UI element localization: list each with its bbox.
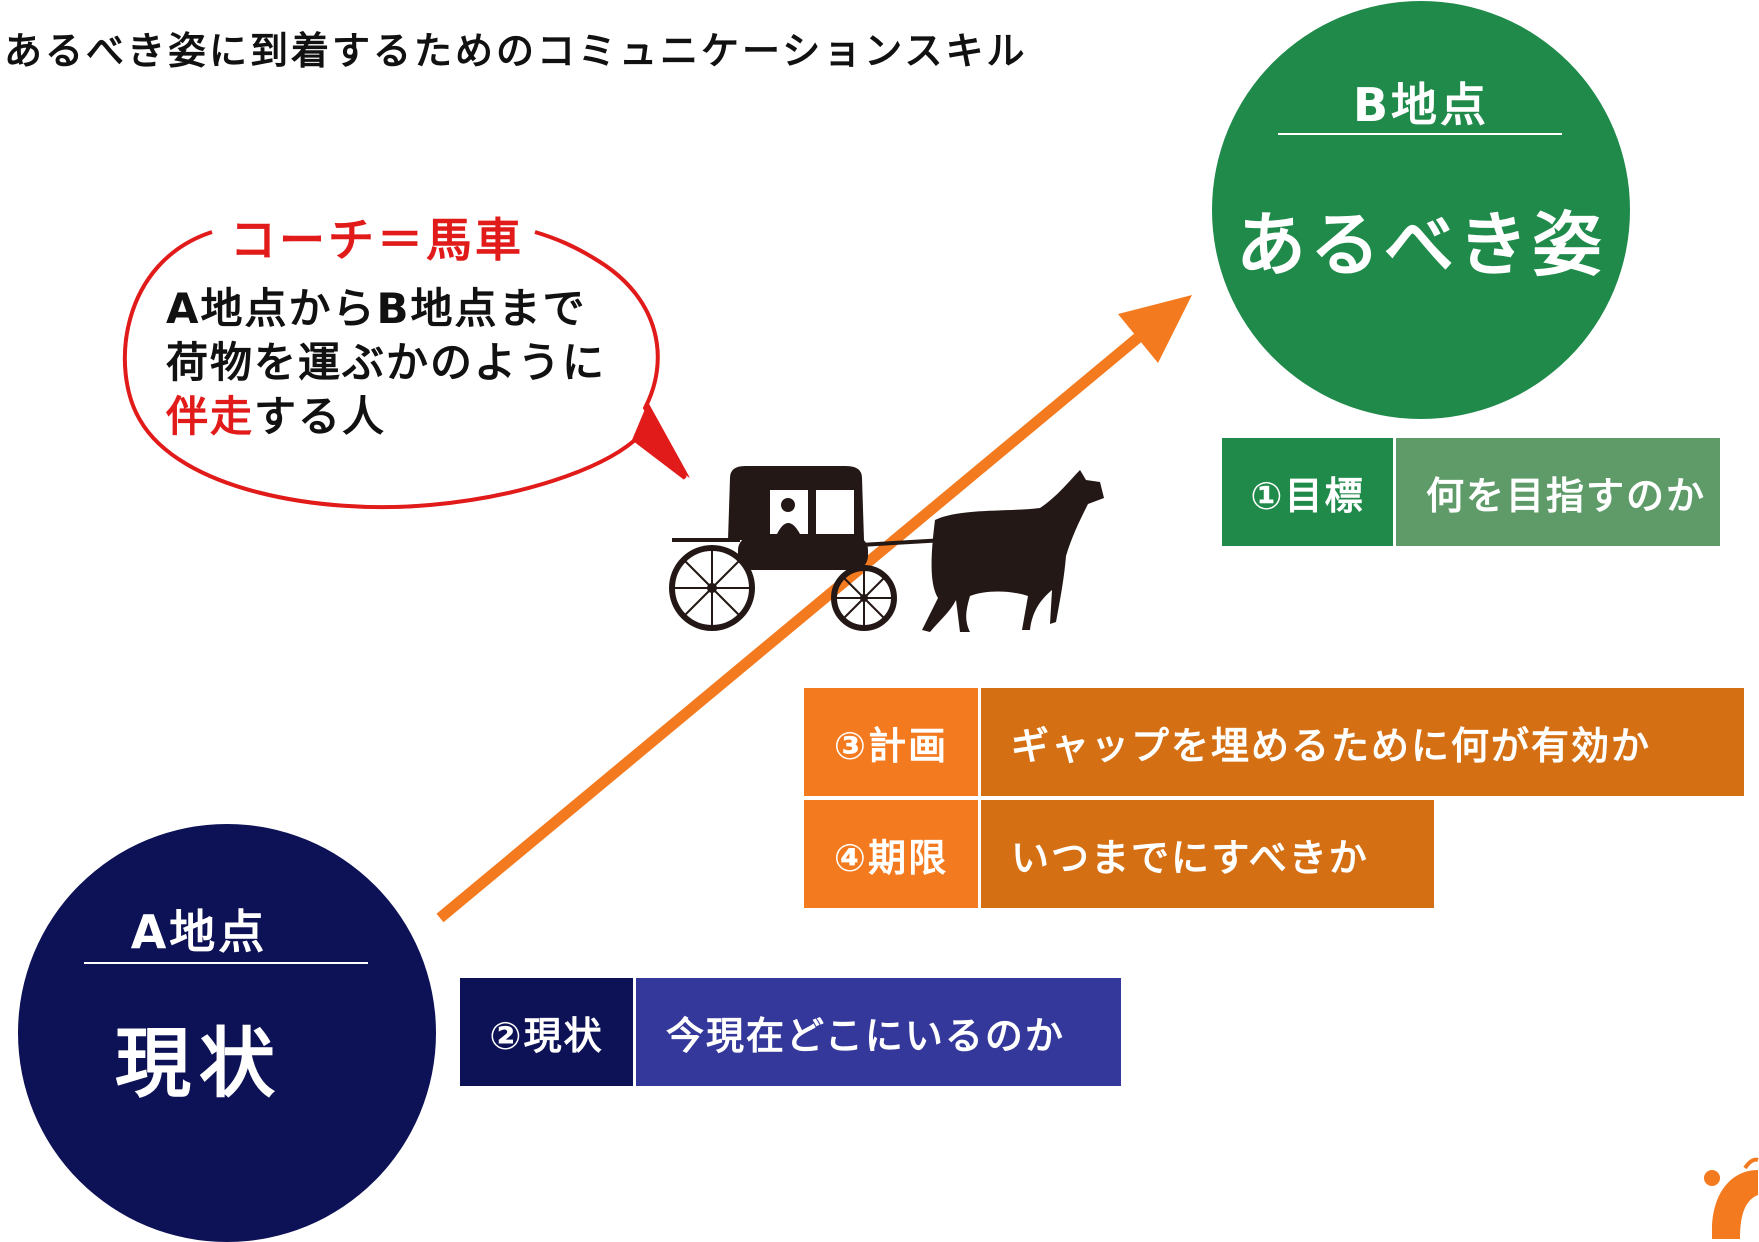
page-title: あるべき姿に到着するためのコミュニケーションスキル (4, 29, 1028, 73)
point-b-divider (1278, 133, 1562, 135)
step-goal-description: 何を目指すのか (1393, 438, 1720, 546)
progress-arrow (436, 295, 1192, 923)
step-deadline-number: ④期限 (804, 800, 978, 908)
bubble-heading: コーチ＝馬車 (220, 204, 534, 270)
speech-bubble (122, 230, 690, 510)
bubble-line-3-rest: する人 (254, 392, 387, 441)
point-a-state: 現状 (115, 1019, 283, 1108)
step-plan-number: ③計画 (804, 688, 978, 796)
step-current: ②現状 今現在どこにいるのか (460, 978, 1121, 1086)
step-deadline-description: いつまでにすべきか (978, 800, 1434, 908)
step-goal: ①目標 何を目指すのか (1222, 438, 1720, 546)
step-plan-description: ギャップを埋めるために何が有効か (978, 688, 1744, 796)
point-a-divider (84, 962, 368, 964)
bubble-line-2: 荷物を運ぶかのように (166, 338, 607, 387)
step-current-description: 今現在どこにいるのか (633, 978, 1121, 1086)
bubble-line-1: A地点からB地点まで (166, 284, 587, 333)
step-plan: ③計画 ギャップを埋めるために何が有効か (804, 688, 1744, 796)
step-goal-number: ①目標 (1222, 438, 1393, 546)
point-a-circle: A地点 現状 (18, 824, 436, 1242)
horse-carriage-icon (669, 466, 1104, 632)
bubble-line-3: 伴走する人 (166, 390, 606, 444)
step-deadline: ④期限 いつまでにすべきか (804, 800, 1434, 908)
point-b-state: あるべき姿 (1236, 204, 1606, 286)
point-b-circle: B地点 あるべき姿 (1212, 1, 1630, 419)
step-current-number: ②現状 (460, 978, 633, 1086)
brand-logo (1704, 1157, 1759, 1239)
bubble-body: A地点からB地点まで 荷物を運ぶかのように 伴走する人 (166, 282, 606, 444)
point-a-label: A地点 (130, 905, 268, 959)
point-b-label: B地点 (1352, 78, 1490, 132)
bubble-highlight: 伴走 (166, 392, 255, 441)
